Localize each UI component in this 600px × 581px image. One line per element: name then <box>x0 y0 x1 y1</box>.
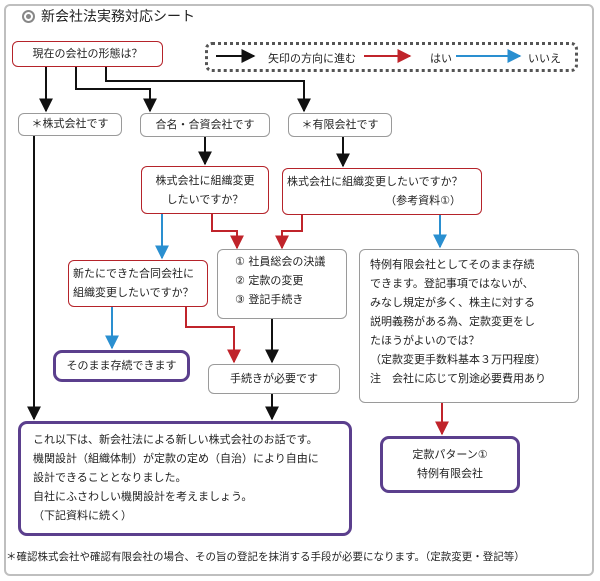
arrow-qgodo-yes-procedure <box>185 306 241 364</box>
node-question-godo: 新たにできた合同会社に 組織変更したいですか？ <box>68 260 208 307</box>
pattern-line-2: 特例有限会社 <box>417 467 483 480</box>
legend-no-label: いいえ <box>528 52 561 65</box>
node-question-gomei: 株式会社に組織変更 したいですか？ <box>141 166 269 214</box>
arrow-qyugen-yes-steps <box>275 215 303 250</box>
node-tokurei: 特例有限会社としてそのまま存続 できます。登記事項ではないが、 みなし規定が多く… <box>359 249 579 403</box>
new-law-line-2: 機関設計（組織体制）が定款の定め（自治）により自由に <box>33 452 319 465</box>
footnote: ＊確認株式会社や確認有限会社の場合、その旨の登記を抹消する手段が必要になります。… <box>6 551 525 563</box>
node-steps: ① 社員総会の決議 ② 定款の変更 ③ 登記手続き <box>217 249 347 319</box>
tokurei-line-7: 注 会社に応じて別途必要費用あり <box>370 372 546 385</box>
sheet-title: 新会社法実務対応シート <box>41 9 195 25</box>
node-kabushiki: ＊株式会社です <box>18 113 122 136</box>
question-yugen-line-1: 株式会社に組織変更したいですか？ <box>287 175 463 188</box>
tokurei-line-1: 特例有限会社としてそのまま存続 <box>370 258 535 271</box>
circle-bullet-icon <box>22 9 35 23</box>
tokurei-line-3: みなし規定が多く、株主に対する <box>370 296 535 309</box>
question-yugen-line-2: （参考資料①） <box>385 194 461 207</box>
tokurei-line-5: たほうがよいのでは？ <box>370 334 480 347</box>
node-gomei: 合名・合資会社です <box>140 113 270 137</box>
sheet-frame <box>4 4 594 576</box>
new-law-line-3: 設計できることとなりました。 <box>33 471 187 484</box>
legend-yes-label: はい <box>430 52 452 65</box>
arrow-start-gomei <box>75 67 157 113</box>
question-gomei-line-1: 株式会社に組織変更 <box>155 174 255 187</box>
arrow-start-yugen <box>105 67 311 113</box>
legend-follow-label: 矢印の方向に進む <box>268 52 356 65</box>
new-law-line-4: 自社にふさわしい機関設計を考えましょう。 <box>33 490 253 503</box>
node-new-law: これ以下は、新会社法による新しい株式会社のお話です。 機関設計（組織体制）が定款… <box>18 421 352 536</box>
node-pattern: 定款パターン① 特例有限会社 <box>380 436 520 493</box>
tokurei-line-4: 説明義務がある為、定款変更をし <box>370 315 535 328</box>
node-keep: そのまま存続できます <box>53 350 190 382</box>
step-1: ① 社員総会の決議 <box>235 255 326 268</box>
new-law-line-5: （下記資料に続く） <box>33 509 132 522</box>
node-question-yugen: 株式会社に組織変更したいですか？ （参考資料①） <box>282 168 482 215</box>
question-gomei-line-2: したいですか？ <box>166 193 244 206</box>
question-godo-line-1: 新たにできた合同会社に <box>73 267 194 280</box>
node-procedure: 手続きが必要です <box>208 364 340 394</box>
new-law-line-1: これ以下は、新会社法による新しい株式会社のお話です。 <box>33 433 318 446</box>
node-yugen: ＊有限会社です <box>288 113 392 137</box>
pattern-line-1: 定款パターン① <box>412 448 488 461</box>
step-2: ② 定款の変更 <box>235 274 304 287</box>
arrow-qgomei-yes-steps <box>211 213 244 250</box>
legend-box: 矢印の方向に進む はい いいえ <box>205 42 578 72</box>
tokurei-line-2: できます。登記事項ではないが、 <box>370 277 534 290</box>
step-3: ③ 登記手続き <box>235 293 304 306</box>
tokurei-line-6: （定款変更手数料基本３万円程度） <box>370 353 546 366</box>
question-godo-line-2: 組織変更したいですか？ <box>73 286 194 299</box>
sheet-header: 新会社法実務対応シート <box>22 6 195 26</box>
node-start: 現在の会社の形態は？ <box>12 41 163 67</box>
